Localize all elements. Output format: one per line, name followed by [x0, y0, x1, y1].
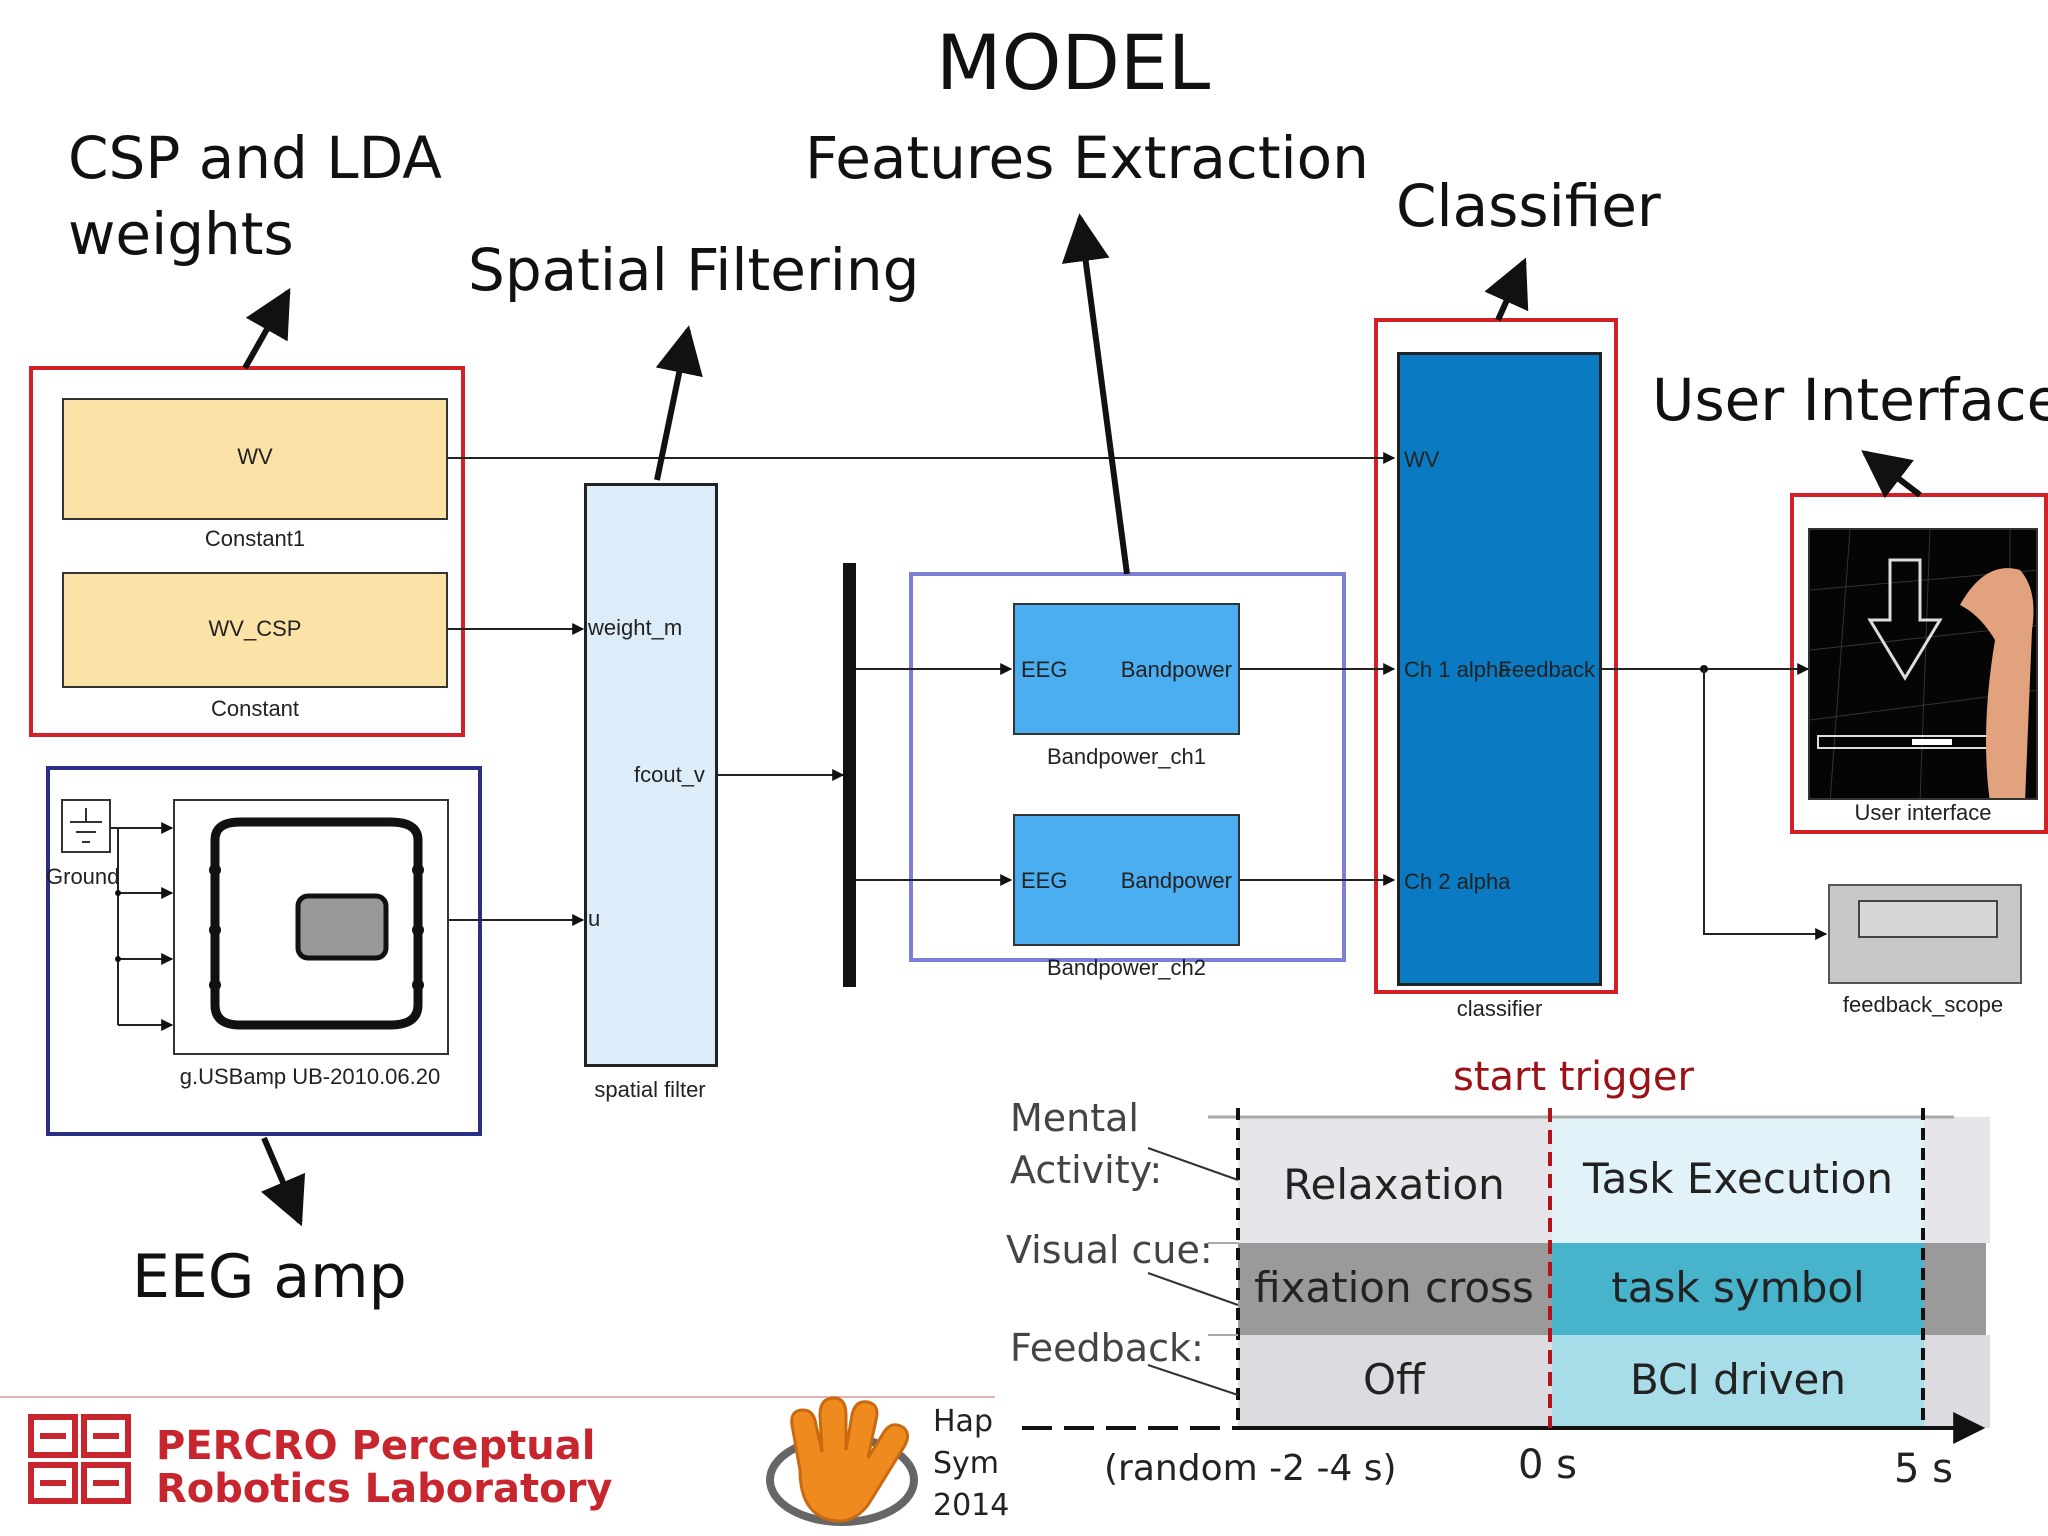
- feedback-post-cell: BCI driven: [1629, 1355, 1847, 1404]
- mental-post-cell: Task Execution: [1582, 1154, 1894, 1203]
- spatial-filter-block[interactable]: [584, 483, 718, 1067]
- amp-annotation-arrow: [260, 1136, 306, 1227]
- row-label-feedback: Feedback:: [1010, 1326, 1204, 1370]
- bandpower-ch1-out: Bandpower: [1120, 657, 1232, 682]
- bandpower-ch2-out: Bandpower: [1120, 868, 1232, 893]
- classifier-highlight-box: [1374, 318, 1618, 994]
- spatial-filtering-title: Spatial Filtering: [468, 236, 920, 304]
- visual-pre-cell: fixation cross: [1254, 1263, 1534, 1312]
- tick-random: (random -2 -4 s): [1104, 1448, 1397, 1489]
- constant1-value: WV: [237, 444, 273, 469]
- spatial-filter-in-u: u: [588, 906, 601, 931]
- model-title: MODEL: [936, 18, 1211, 107]
- tick-five: 5 s: [1894, 1446, 1954, 1492]
- bandpower-ch1-block[interactable]: EEG Bandpower: [1013, 603, 1240, 735]
- haptic-hand-logo-icon: [766, 1396, 918, 1526]
- timeline-rows: [1238, 1117, 1990, 1428]
- ground-fanout: [90, 827, 119, 1025]
- label-pointer-2: [1147, 1272, 1239, 1306]
- features-extraction-title: Features Extraction: [805, 124, 1369, 192]
- visual-post-cell: task symbol: [1611, 1263, 1865, 1312]
- user-interface-block[interactable]: [1808, 528, 2038, 800]
- label-pointer-1: [1147, 1147, 1239, 1181]
- classifier-block[interactable]: WV Ch 1 alpha Ch 2 alpha Feedback: [1397, 352, 1602, 986]
- event-name-line2: Sym: [933, 1446, 1000, 1481]
- constant-value: WV_CSP: [208, 616, 302, 641]
- feedback-pre-cell: Off: [1363, 1355, 1425, 1404]
- spatial-filter-out: fcout_v: [634, 762, 705, 787]
- event-name-line3: 2014: [933, 1488, 1010, 1523]
- feedback-scope-block[interactable]: [1828, 884, 2022, 984]
- mental-pre-cell: Relaxation: [1283, 1160, 1505, 1209]
- label-pointer-3: [1147, 1364, 1239, 1396]
- event-name-line1: Hap: [933, 1404, 993, 1439]
- classifier-annotation-arrow: [1484, 257, 1529, 322]
- classifier-label: classifier: [1456, 996, 1543, 1021]
- row-label-visual: Visual cue:: [1006, 1228, 1213, 1272]
- scope-branch-line: [1703, 669, 1828, 940]
- lab-name-line1: PERCRO Perceptual: [156, 1423, 596, 1469]
- eeg-amp-title: EEG amp: [132, 1242, 407, 1312]
- spatial-annotation-arrow: [654, 325, 703, 481]
- classifier-in-ch1: Ch 1 alpha: [1404, 657, 1511, 682]
- constant1-block[interactable]: WV: [62, 398, 448, 520]
- bandpower-ch2-in: EEG: [1021, 868, 1068, 893]
- scope-screen-icon: [1858, 900, 1998, 938]
- classifier-out-feedback: Feedback: [1498, 657, 1595, 682]
- constant1-label: Constant1: [204, 526, 306, 551]
- feedback-scope-label: feedback_scope: [1842, 992, 2004, 1017]
- spatial-filter-in-weight: weight_m: [588, 615, 683, 640]
- percro-logo-icon: [28, 1414, 131, 1504]
- ground-label: Ground: [46, 864, 120, 889]
- bandpower-ch2-label: Bandpower_ch2: [1046, 955, 1206, 980]
- row-label-mental: Mental Activity:: [1010, 1096, 1163, 1192]
- features-highlight-box: [909, 572, 1346, 962]
- user-interface-preview-icon: [1810, 530, 2036, 798]
- bandpower-ch2-block[interactable]: EEG Bandpower: [1013, 814, 1240, 946]
- user-interface-label: User interface: [1854, 800, 1992, 825]
- ground-icon: [61, 799, 111, 853]
- features-annotation-arrow: [1061, 213, 1130, 575]
- bandpower-ch1-label: Bandpower_ch1: [1046, 744, 1206, 769]
- tick-zero: 0 s: [1518, 1442, 1578, 1488]
- start-trigger-label: start trigger: [1453, 1054, 1694, 1100]
- csp-lda-title: CSP and LDA weights: [68, 124, 442, 268]
- lab-name-line2: Robotics Laboratory: [156, 1466, 613, 1512]
- bandpower-ch1-in: EEG: [1021, 657, 1068, 682]
- classifier-in-wv: WV: [1404, 447, 1440, 472]
- spatial-filter-label: spatial filter: [594, 1077, 706, 1102]
- classifier-in-ch2: Ch 2 alpha: [1404, 869, 1511, 894]
- constant-label: Constant: [210, 696, 300, 721]
- constant-block[interactable]: WV_CSP: [62, 572, 448, 688]
- ui-annotation-arrow: [1861, 450, 1922, 499]
- csp-annotation-arrow: [242, 287, 291, 370]
- demux-bar: [843, 563, 856, 987]
- user-interface-title: User Interface: [1652, 366, 2048, 434]
- usbamp-device-icon: [209, 817, 424, 1030]
- classifier-title: Classifier: [1396, 172, 1661, 240]
- amp-highlight-box: [46, 766, 482, 1136]
- usbamp-label: g.USBamp UB-2010.06.20: [179, 1064, 441, 1089]
